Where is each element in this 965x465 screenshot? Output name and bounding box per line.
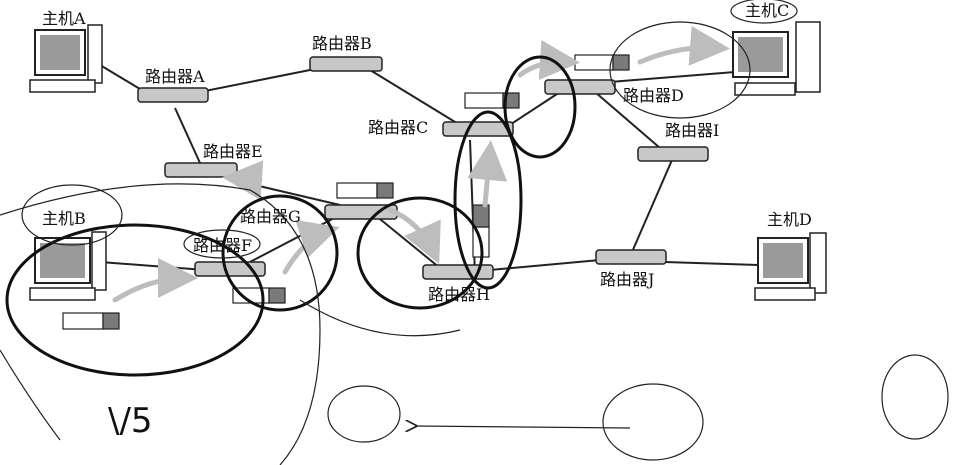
router-i-icon — [637, 146, 709, 162]
router-h-label: 路由器H — [428, 285, 490, 304]
router-j-icon — [595, 249, 667, 265]
flow-arrows — [112, 25, 730, 303]
network-links — [99, 64, 759, 276]
router-i-label: 路由器I — [665, 121, 719, 140]
router-c-icon — [442, 121, 514, 137]
host-b-label: 主机B — [42, 209, 86, 228]
router-d-label: 路由器D — [623, 86, 684, 105]
host-a-icon — [29, 24, 103, 93]
router-a-label: 路由器A — [145, 67, 205, 86]
router-f-label: 路由器F — [193, 236, 252, 255]
router-a-icon — [137, 87, 209, 103]
router-g-label: 路由器G — [240, 207, 301, 226]
router-b-label: 路由器B — [312, 34, 372, 53]
host-c-icon — [732, 21, 821, 96]
router-e-label: 路由器E — [203, 142, 263, 161]
router-e-icon — [164, 162, 238, 178]
packets — [62, 54, 630, 330]
handwritten-text: \/5 — [108, 401, 153, 441]
host-a-label: 主机A — [42, 9, 86, 28]
host-c-label: 主机C — [745, 1, 789, 20]
host-b-icon — [29, 231, 107, 301]
router-d-icon — [544, 79, 616, 95]
router-b-icon — [309, 56, 383, 72]
router-h-icon — [422, 264, 494, 280]
router-c-label: 路由器C — [368, 118, 428, 137]
router-j-label: 路由器J — [600, 270, 654, 289]
host-d-label: 主机D — [767, 210, 812, 229]
host-d-icon — [754, 232, 827, 301]
